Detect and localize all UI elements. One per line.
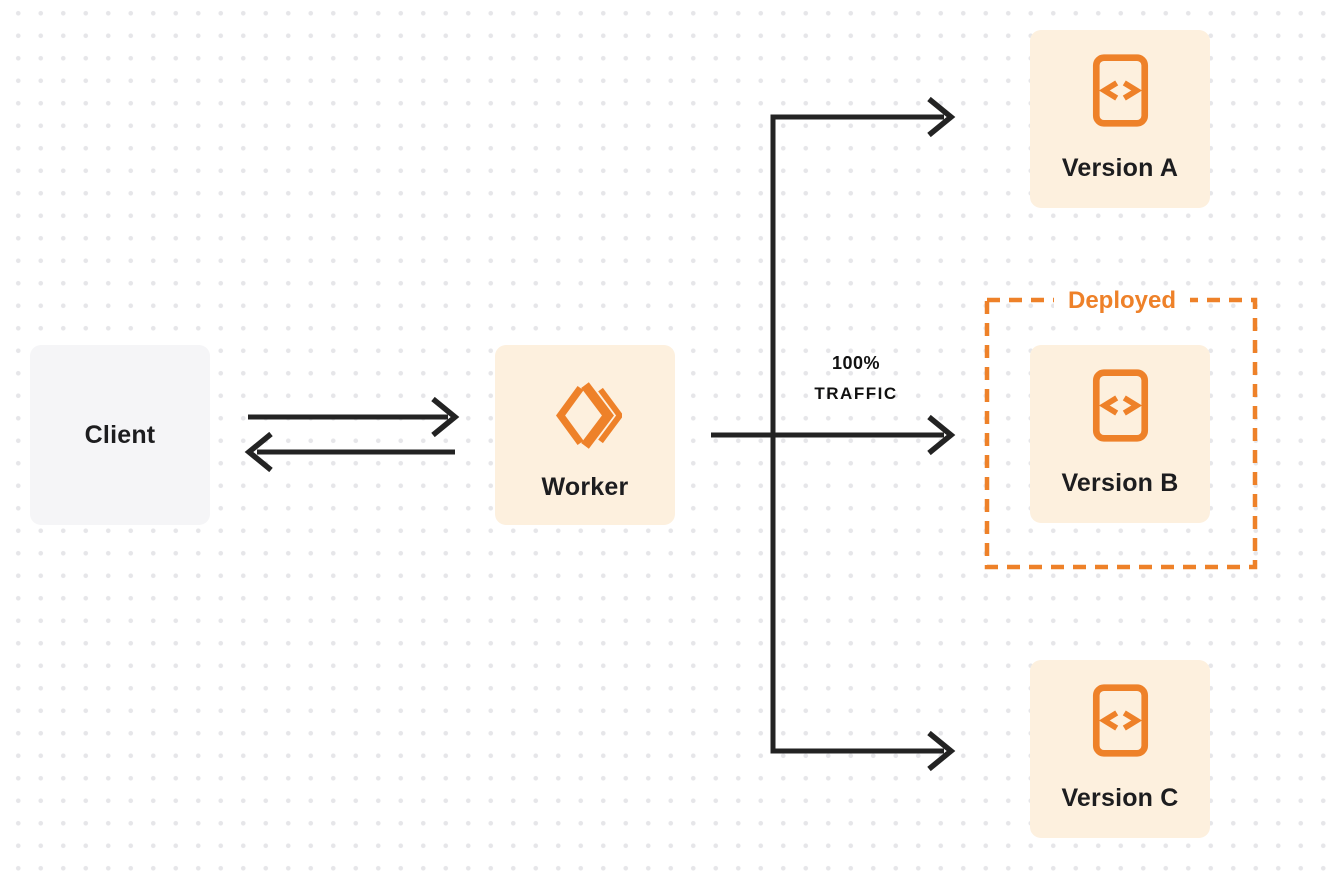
worker-label: Worker [541,473,629,501]
traffic-percent-text: 100% [831,353,881,373]
traffic-percentage-label: 100% TRAFFIC [814,353,897,404]
deployed-badge: Deployed [1053,286,1191,315]
arrowhead-left-icon [244,431,273,473]
code-brackets-icon [1092,369,1148,442]
version-a-label: Version A [1061,154,1179,182]
node-version-a: Version A [1030,30,1210,208]
node-client: Client [30,345,210,525]
code-brackets-icon [1092,684,1148,757]
arrowhead-right-icon [927,730,956,772]
cloudflare-workers-logo-icon [555,382,622,449]
node-worker: Worker [495,345,675,525]
code-brackets-icon [1092,54,1148,127]
client-label: Client [84,420,156,449]
branch-trunk-line [770,114,944,754]
version-c-label: Version C [1061,784,1179,812]
arrowhead-right-icon [927,414,956,456]
arrowhead-right-icon [927,96,956,138]
version-b-label: Version B [1061,469,1179,497]
node-version-c: Version C [1030,660,1210,838]
node-version-b: Version B [1030,345,1210,523]
traffic-word-text: TRAFFIC [814,384,898,403]
arrowhead-right-icon [431,396,460,438]
